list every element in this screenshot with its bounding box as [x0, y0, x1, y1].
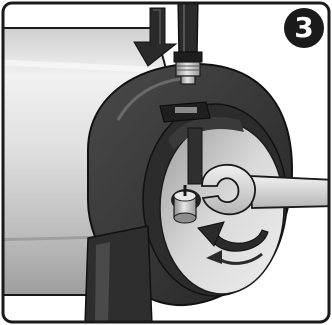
cylinder-stand: [85, 226, 152, 325]
hose-with-fitting-icon: [174, 0, 202, 84]
step-number-badge: 3: [284, 8, 324, 48]
